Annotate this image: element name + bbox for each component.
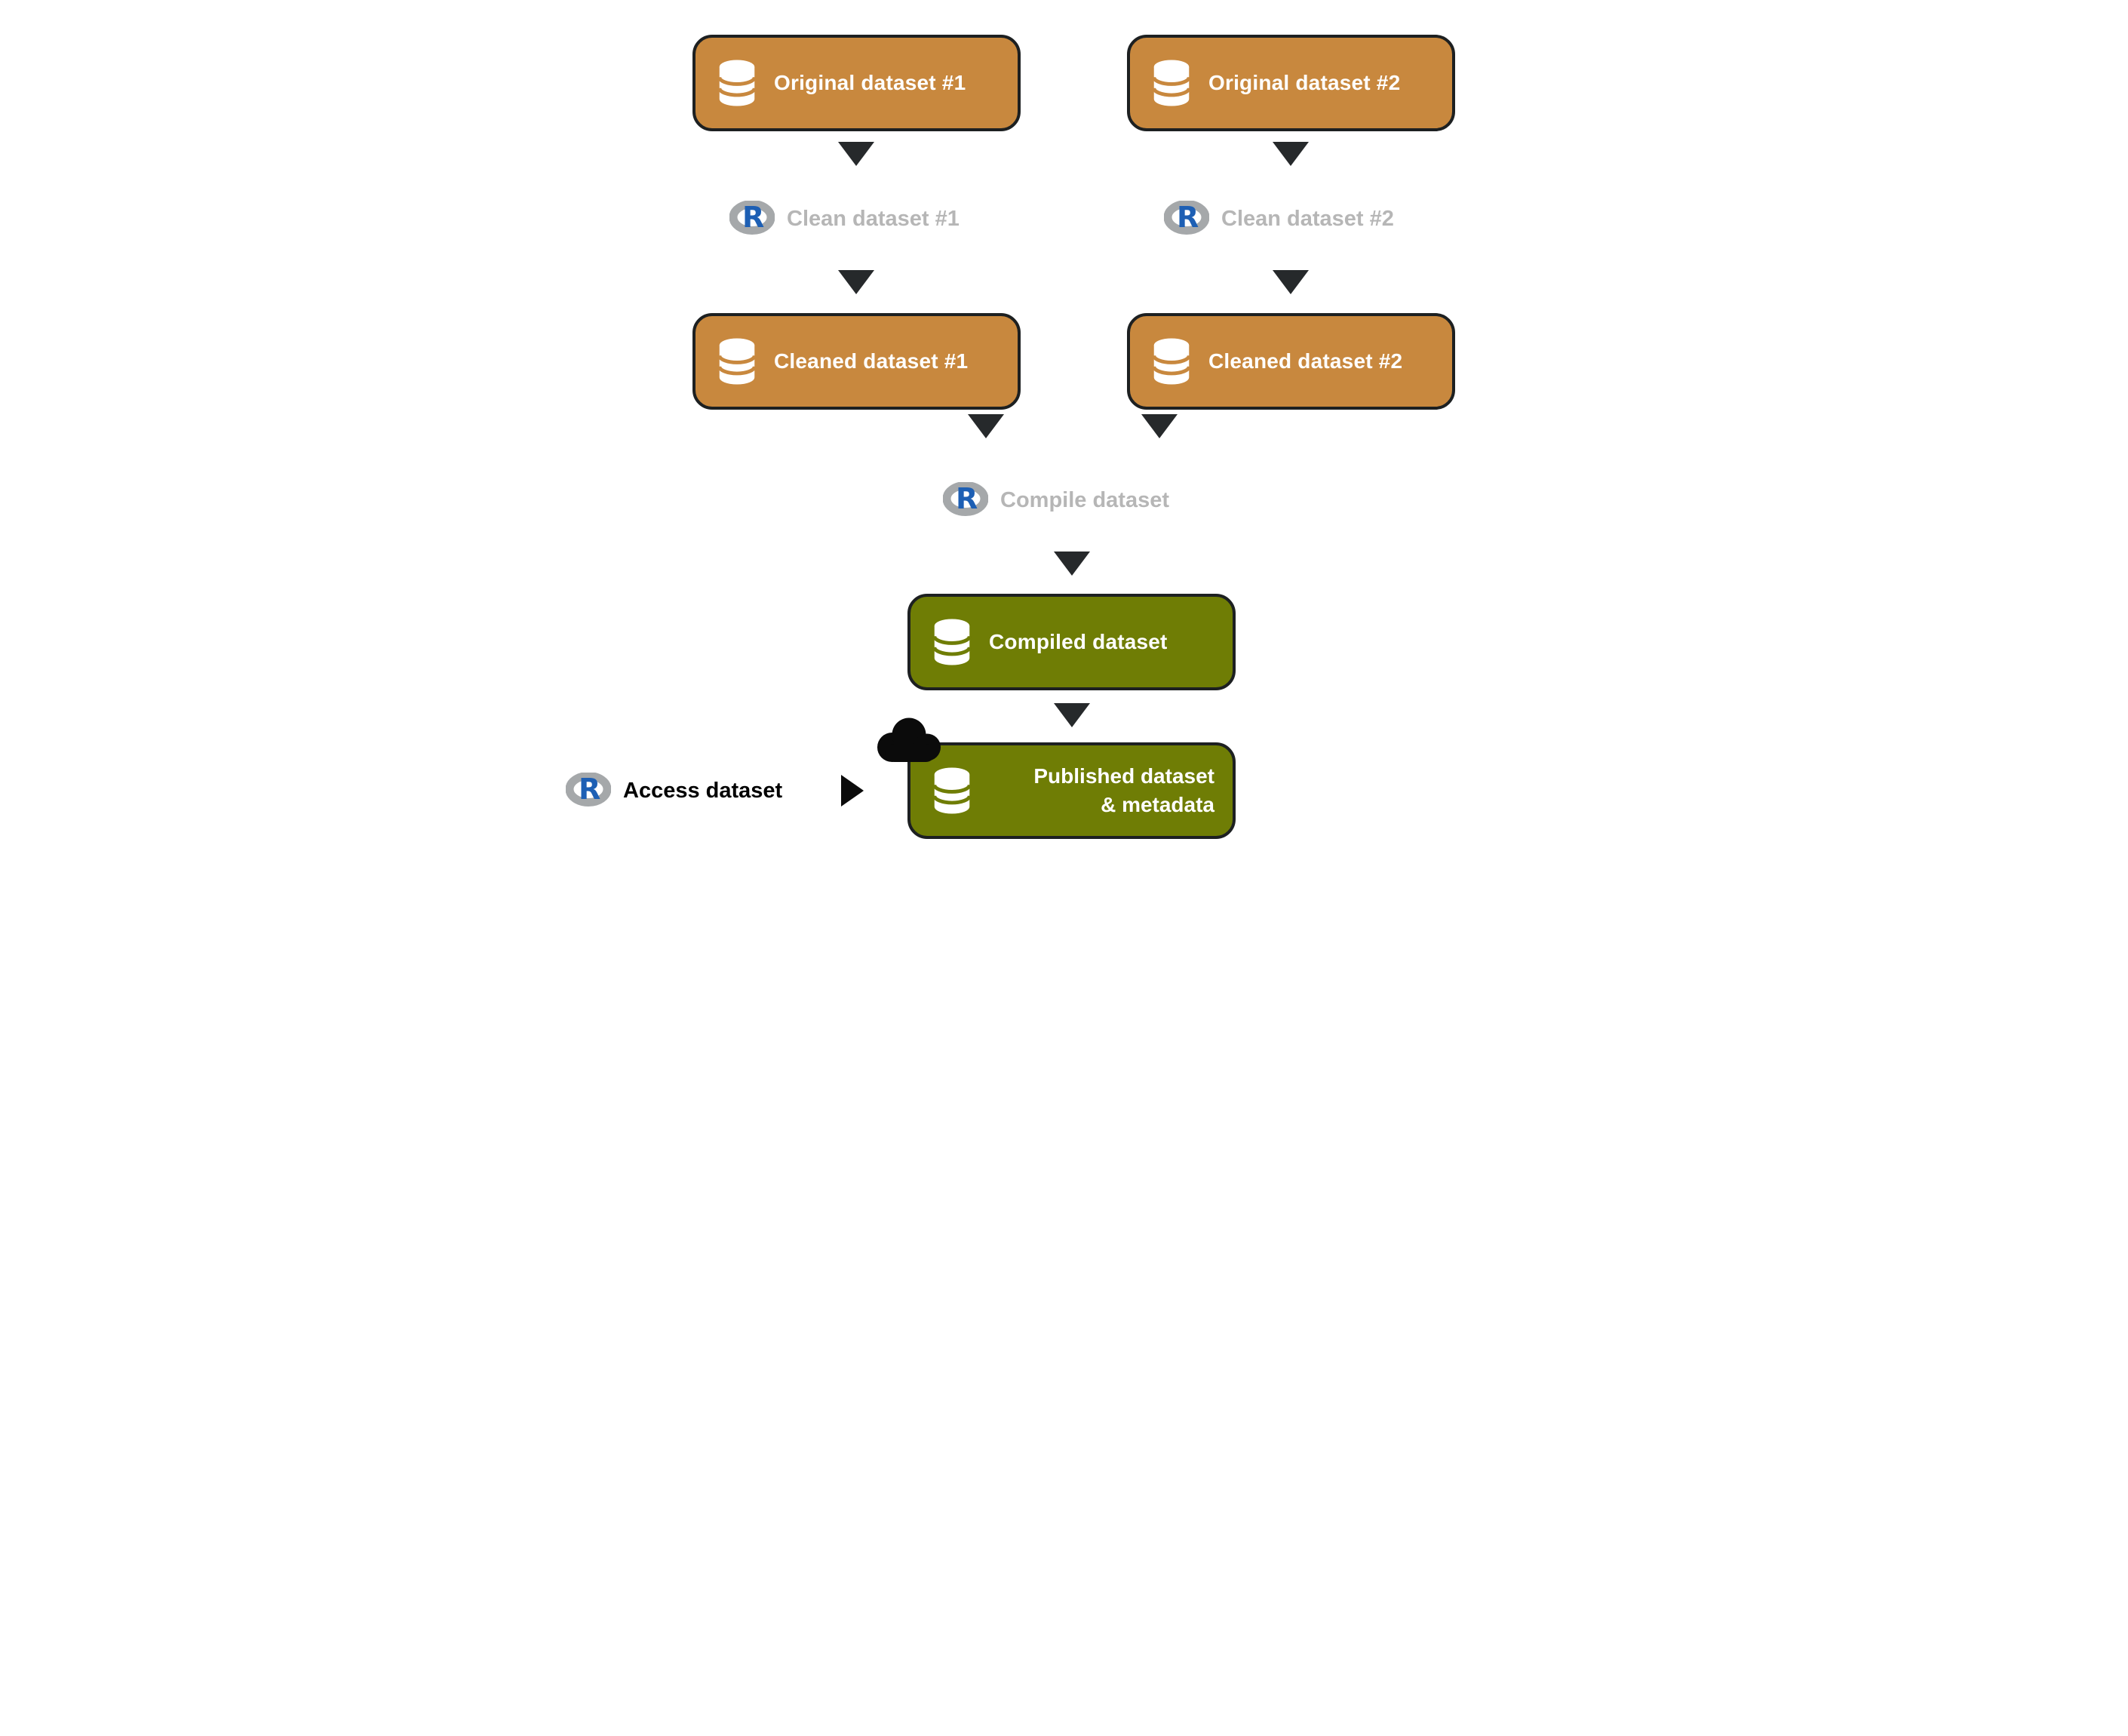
node-label: Original dataset #1: [774, 71, 966, 94]
node-original-dataset-1: Original dataset #1: [692, 35, 1021, 131]
database-icon: [1152, 60, 1191, 106]
step-clean-dataset-1: R Clean dataset #1: [729, 201, 960, 237]
node-cleaned-dataset-2: Cleaned dataset #2: [1127, 313, 1455, 410]
published-label-line-1: Published dataset: [1033, 764, 1214, 788]
step-label: Compile dataset: [1000, 487, 1169, 512]
r-logo-icon: R: [1164, 201, 1209, 237]
database-icon: [932, 767, 972, 814]
down-arrow: [968, 414, 1004, 438]
step-compile-dataset: R Compile dataset: [943, 482, 1169, 518]
node-label: Published dataset & metadata: [989, 762, 1214, 819]
down-arrow: [1141, 414, 1178, 438]
step-label: Clean dataset #2: [1221, 206, 1394, 231]
down-arrow: [1273, 142, 1309, 166]
node-compiled-dataset: Compiled dataset: [907, 594, 1236, 690]
database-icon: [1152, 338, 1191, 385]
step-clean-dataset-2: R Clean dataset #2: [1164, 201, 1394, 237]
cloud-icon: [877, 717, 941, 762]
r-letter: R: [1177, 201, 1199, 234]
down-arrow: [1054, 703, 1090, 727]
right-arrow: [841, 775, 864, 807]
r-letter: R: [742, 201, 765, 234]
database-icon: [717, 60, 757, 106]
node-label: Cleaned dataset #1: [774, 349, 969, 373]
node-label: Compiled dataset: [989, 630, 1168, 653]
r-logo-icon: R: [729, 201, 775, 237]
step-label: Access dataset: [623, 778, 783, 803]
node-original-dataset-2: Original dataset #2: [1127, 35, 1455, 131]
data-workflow-diagram: Original dataset #1 Original dataset #2 …: [532, 0, 1596, 868]
node-label: Original dataset #2: [1208, 71, 1401, 94]
r-logo-icon: R: [566, 773, 611, 809]
r-letter: R: [956, 482, 978, 515]
step-access-dataset: R Access dataset: [566, 773, 782, 809]
down-arrow: [1273, 270, 1309, 294]
database-icon: [932, 619, 972, 665]
r-letter: R: [579, 773, 601, 806]
node-cleaned-dataset-1: Cleaned dataset #1: [692, 313, 1021, 410]
step-label: Clean dataset #1: [787, 206, 960, 231]
down-arrow: [1054, 552, 1090, 576]
node-published-dataset: Published dataset & metadata: [907, 742, 1236, 839]
database-icon: [717, 338, 757, 385]
down-arrow: [838, 142, 874, 166]
down-arrow: [838, 270, 874, 294]
published-label-line-2: & metadata: [1101, 793, 1214, 816]
r-logo-icon: R: [943, 482, 988, 518]
node-label: Cleaned dataset #2: [1208, 349, 1403, 373]
